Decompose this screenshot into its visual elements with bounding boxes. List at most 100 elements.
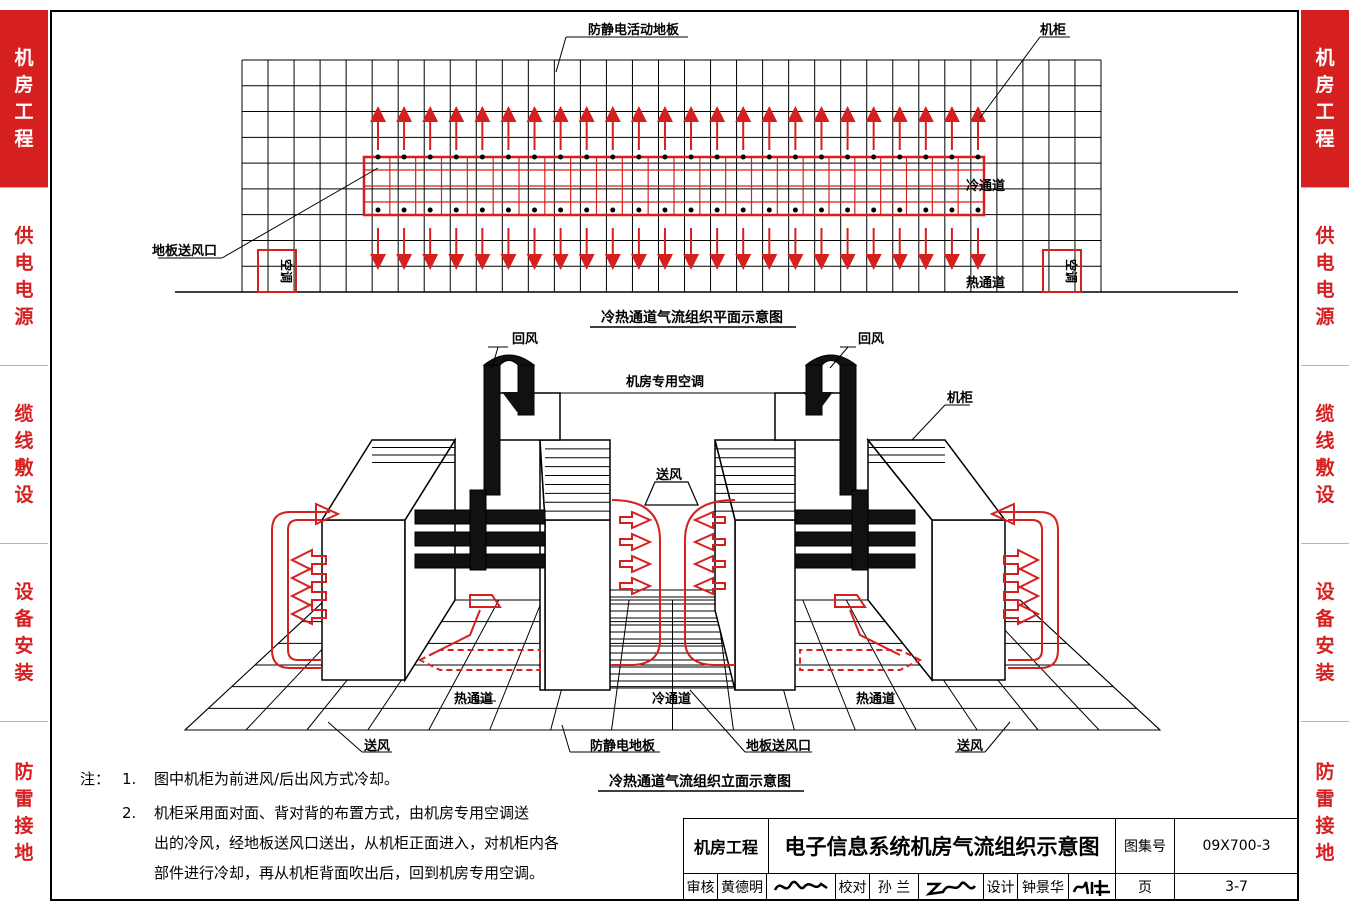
plan-cold-aisle-label: 冷通道 [966, 178, 1005, 194]
cold-aisle-supply-hood [644, 481, 699, 506]
cabinet-row-left-inner [539, 439, 611, 691]
tab-cabling[interactable]: 缆线敷设 [0, 366, 48, 544]
vent-dot [818, 154, 824, 160]
vent-dot [845, 154, 851, 160]
tab-machine-room[interactable]: 机房工程 [0, 10, 48, 188]
note-1-number: 1. [122, 770, 137, 788]
vent-dot [584, 154, 590, 160]
vent-dot [610, 207, 616, 213]
vent-dot [479, 207, 485, 213]
tb-page-no: 3-7 [1174, 873, 1299, 901]
cold-aisle-label: 冷通道 [652, 691, 691, 707]
ac-unit-right [1042, 249, 1082, 293]
airflow-floor-arrow [417, 649, 541, 671]
vent-dot [375, 154, 381, 160]
airflow-chevron [692, 576, 726, 596]
floor-col-line [428, 599, 500, 731]
tb-designer-signature [1068, 873, 1116, 901]
airflow-chevron [692, 532, 726, 552]
vent-dot [766, 154, 772, 160]
airflow-chevron [692, 554, 726, 574]
airflow-chevron [289, 602, 327, 626]
tab-lightning-grounding-right[interactable]: 防雷接地 [1315, 760, 1335, 864]
airflow-chevron [989, 502, 1015, 526]
left-category-sidebar: 机房工程 供电电源 缆线敷设 设备安装 防雷接地 [0, 10, 48, 903]
vent-dot [714, 207, 720, 213]
designer-signature-image [1072, 880, 1110, 896]
plan-cabinet-label: 机柜 [1040, 22, 1066, 38]
tb-checker-signature [918, 873, 984, 901]
note-2-number: 2. [122, 804, 137, 822]
airflow-chevron [289, 548, 327, 572]
tab-lightning-grounding[interactable]: 防雷接地 [14, 760, 34, 864]
note-1-text: 图中机柜为前进风/后出风方式冷却。 [154, 770, 400, 788]
return-air-right-label: 回风 [858, 332, 884, 347]
tab-equipment-install-right[interactable]: 设备安装 [1301, 544, 1349, 722]
hot-aisle-left-label: 热通道 [454, 691, 493, 707]
return-air-arrow-left [502, 392, 532, 412]
vent-dot [740, 154, 746, 160]
tab-equipment-install[interactable]: 设备安装 [0, 544, 48, 722]
ac-unit-left-label: 空调 [279, 259, 294, 283]
vent-dot [949, 207, 955, 213]
vent-dot [401, 154, 407, 160]
tb-atlas-label: 图集号 [1115, 818, 1175, 874]
airflow-loop [1008, 519, 1043, 661]
note-2-line-1: 机柜采用面对面、背对背的布置方式，由机房专用空调送 [154, 804, 530, 822]
vent-dot [453, 154, 459, 160]
vent-dot [949, 154, 955, 160]
airflow-chevron [1003, 566, 1041, 590]
elev-floor-label: 防静电地板 [590, 738, 656, 754]
vent-dot [897, 207, 903, 213]
airflow-loop [834, 594, 867, 608]
vent-dot [558, 154, 564, 160]
airflow-loop [849, 609, 901, 656]
crac-label: 机房专用空调 [626, 374, 704, 390]
vent-dot [792, 154, 798, 160]
tab-cabling-right[interactable]: 缆线敷设 [1301, 366, 1349, 544]
vent-dot [688, 207, 694, 213]
drawing-frame [50, 10, 1299, 901]
tab-machine-room-right[interactable]: 机房工程 [1301, 10, 1349, 188]
supply-left-label: 送风 [363, 738, 390, 754]
vent-dot [662, 207, 668, 213]
vent-dot [505, 207, 511, 213]
airflow-loop [429, 609, 481, 656]
vent-dot [975, 154, 981, 160]
floor-col-line [845, 599, 917, 731]
vent-dot [923, 154, 929, 160]
airflow-chevron [619, 576, 653, 596]
tb-atlas-no: 09X700-3 [1174, 818, 1299, 874]
note-2-line-2: 出的冷风，经地板送风口送出，从机柜正面进入，对机柜内各 [154, 834, 560, 852]
tb-review-label: 审核 [683, 873, 718, 901]
vent-dot [923, 207, 929, 213]
plan-floor-vent-label: 地板送风口 [152, 243, 217, 259]
tb-page-label: 页 [1115, 873, 1175, 901]
vent-dot [636, 207, 642, 213]
airflow-chevron [289, 566, 327, 590]
tab-power-supply[interactable]: 供电电源 [0, 188, 48, 366]
floor-col-line [489, 599, 543, 731]
vent-dot [871, 207, 877, 213]
vent-dot [558, 207, 564, 213]
floor-col-line [1019, 599, 1161, 731]
floor-vent-grating [610, 589, 735, 689]
vent-dot [662, 154, 668, 160]
vent-dot [479, 154, 485, 160]
airflow-chevron [619, 554, 653, 574]
tb-checker: 孙 兰 [869, 873, 919, 901]
tb-drawing-title: 电子信息系统机房气流组织示意图 [768, 818, 1116, 874]
airflow-floor-arrow [799, 649, 923, 671]
tab-power-supply-right[interactable]: 供电电源 [1301, 188, 1349, 366]
vent-dot [792, 207, 798, 213]
airflow-chevron [619, 510, 653, 530]
vent-dot [975, 207, 981, 213]
airflow-chevron [315, 502, 341, 526]
vent-dot [845, 207, 851, 213]
airflow-chevron [1003, 548, 1041, 572]
vent-dot [688, 154, 694, 160]
vent-dot [818, 207, 824, 213]
reviewer-signature-image [773, 880, 828, 891]
vent-dot [532, 154, 538, 160]
